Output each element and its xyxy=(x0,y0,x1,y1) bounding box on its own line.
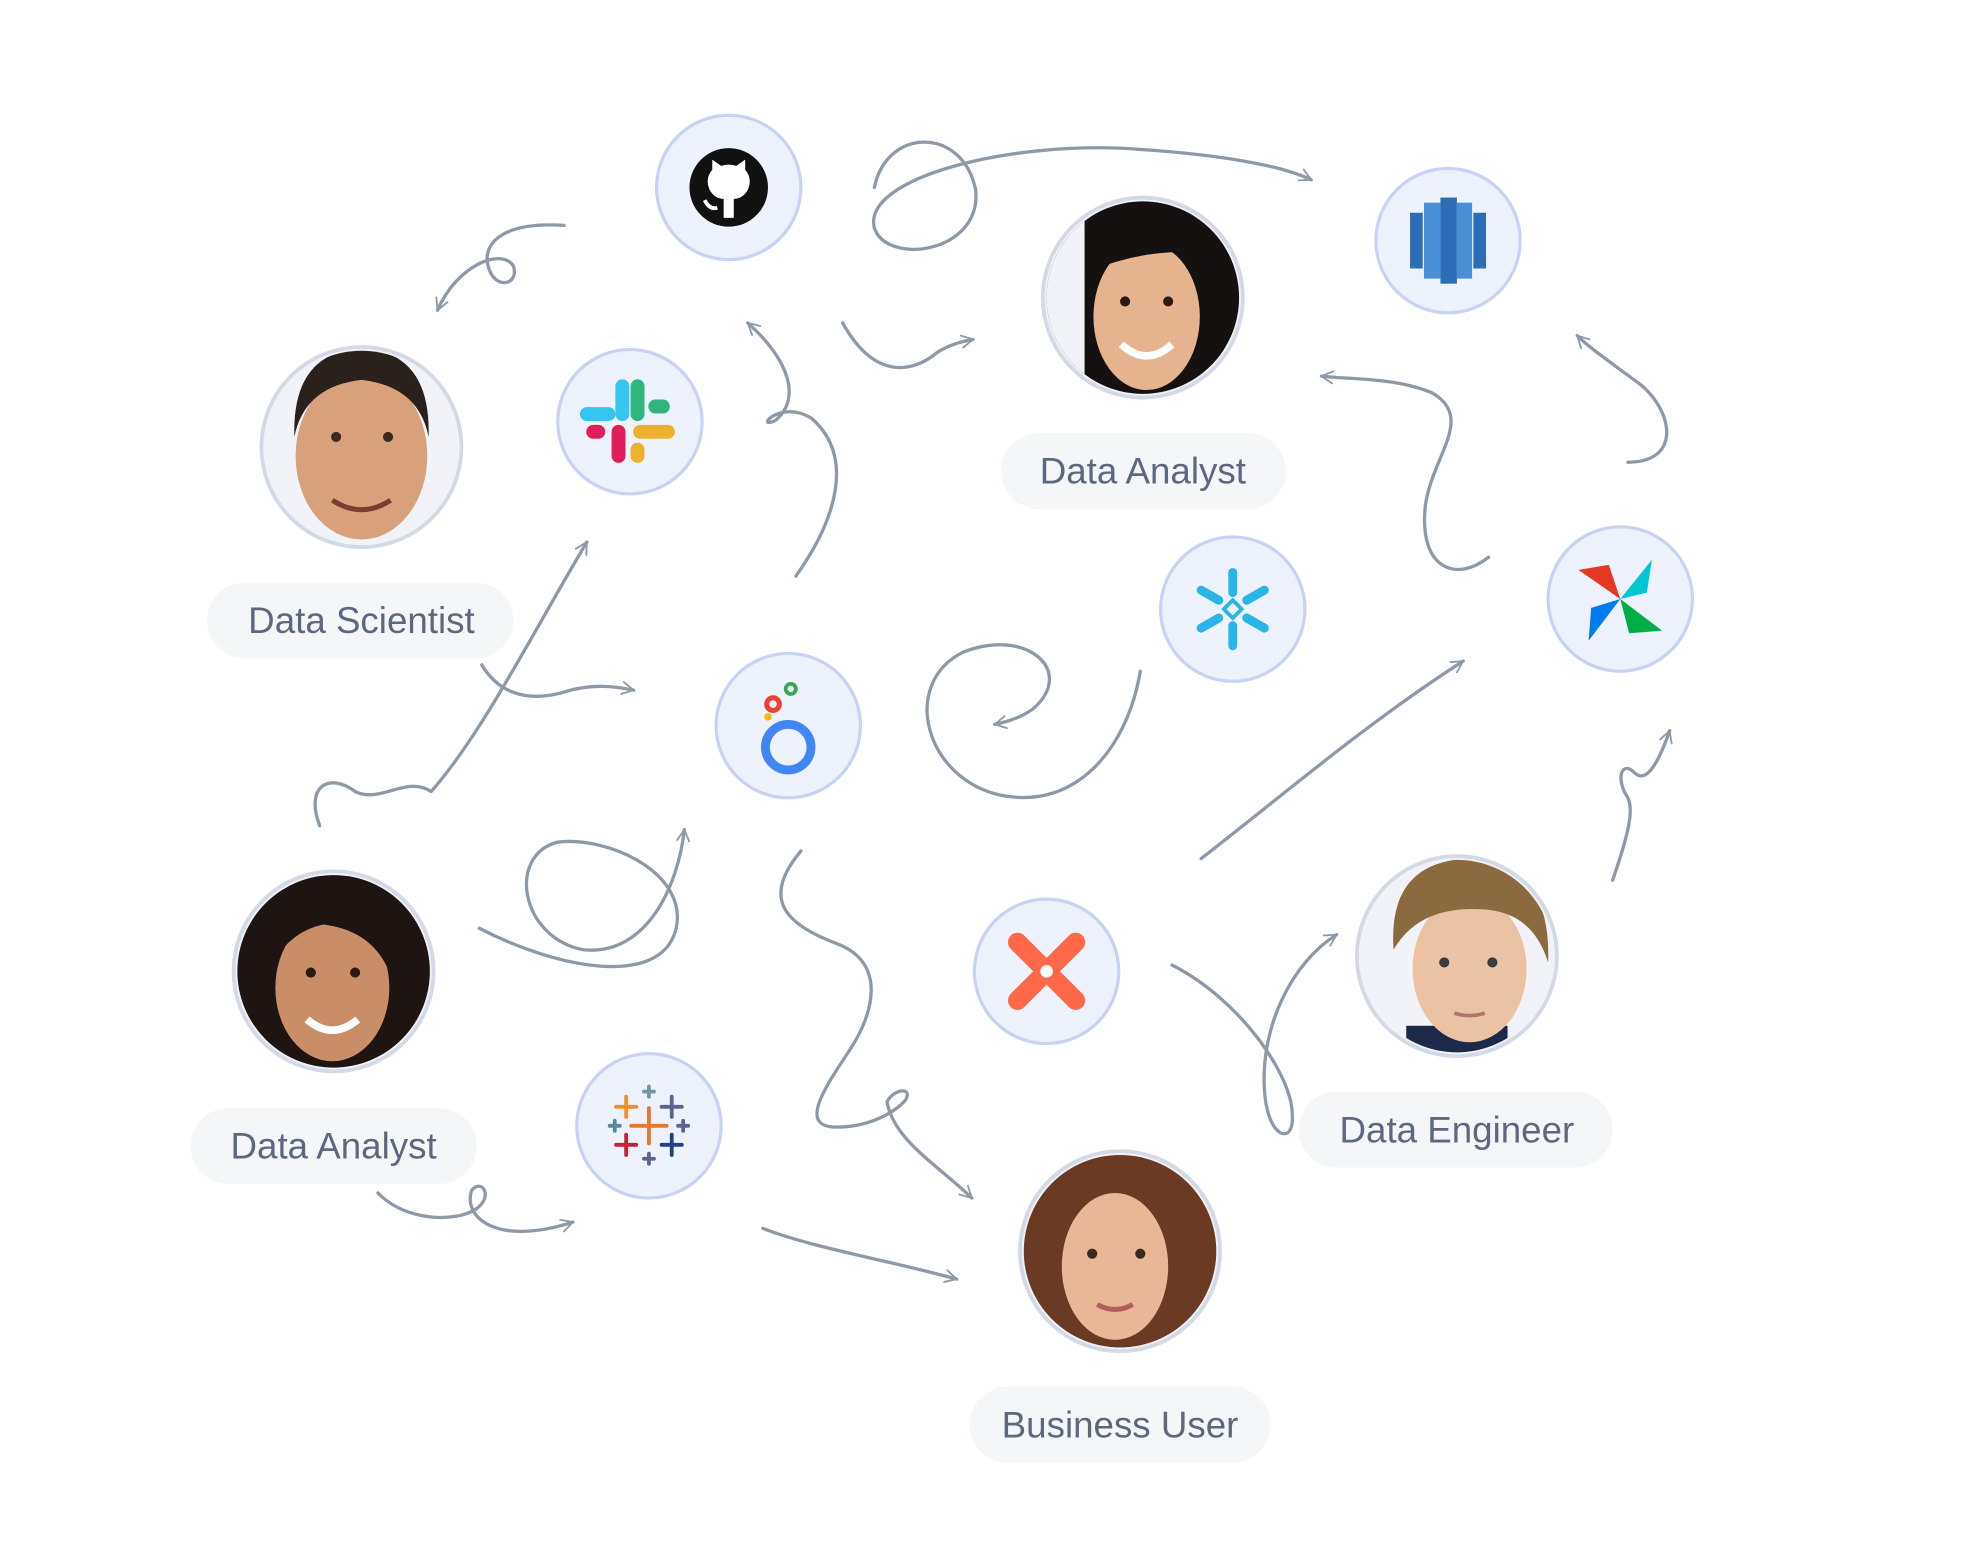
github-node xyxy=(654,113,803,262)
tableau-node xyxy=(575,1052,723,1200)
person-data-scientist: Data Scientist xyxy=(206,345,514,659)
arrow xyxy=(746,321,839,578)
arrow xyxy=(1170,932,1339,1136)
avatar xyxy=(1393,859,1549,1053)
arrow xyxy=(480,663,636,698)
arrows xyxy=(313,140,1673,1283)
tableau-icon xyxy=(607,1084,691,1166)
person-label: Data Engineer xyxy=(1340,1109,1575,1150)
snowflake-icon xyxy=(1196,567,1269,651)
person-data-analyst-top: Data Analyst xyxy=(1000,195,1286,510)
avatar xyxy=(237,875,430,1068)
avatar xyxy=(294,350,429,540)
avatar xyxy=(1046,201,1240,394)
arrow xyxy=(313,540,589,828)
arrow xyxy=(1611,729,1673,882)
arrow xyxy=(1199,659,1465,861)
arrow xyxy=(1319,370,1491,572)
redshift-icon xyxy=(1410,197,1487,284)
person-data-engineer: Data Engineer xyxy=(1298,854,1613,1168)
person-business-user: Business User xyxy=(969,1149,1271,1463)
arrow xyxy=(376,1184,575,1233)
looker-icon xyxy=(761,681,816,775)
arrow xyxy=(841,321,975,370)
arrow xyxy=(435,223,566,312)
arrow xyxy=(779,849,974,1200)
dbt-node xyxy=(972,897,1121,1046)
dbt-icon xyxy=(1007,932,1086,1010)
arrow xyxy=(1575,333,1669,464)
arrow xyxy=(477,827,691,969)
github-icon xyxy=(689,148,768,227)
arrow xyxy=(872,140,1313,251)
arrow xyxy=(761,1226,959,1283)
avatar xyxy=(1023,1154,1217,1348)
person-label: Data Analyst xyxy=(231,1126,437,1167)
airflow-node xyxy=(1546,525,1695,673)
slack-icon xyxy=(579,379,675,463)
slack-node xyxy=(556,347,704,496)
person-data-analyst-bottom: Data Analyst xyxy=(190,869,477,1185)
looker-node xyxy=(714,651,863,800)
arrow xyxy=(925,643,1142,800)
redshift-node xyxy=(1374,166,1522,315)
snowflake-node xyxy=(1158,535,1307,683)
person-label: Data Scientist xyxy=(248,600,475,641)
person-label: Business User xyxy=(1002,1404,1239,1445)
person-label: Data Analyst xyxy=(1040,451,1246,492)
